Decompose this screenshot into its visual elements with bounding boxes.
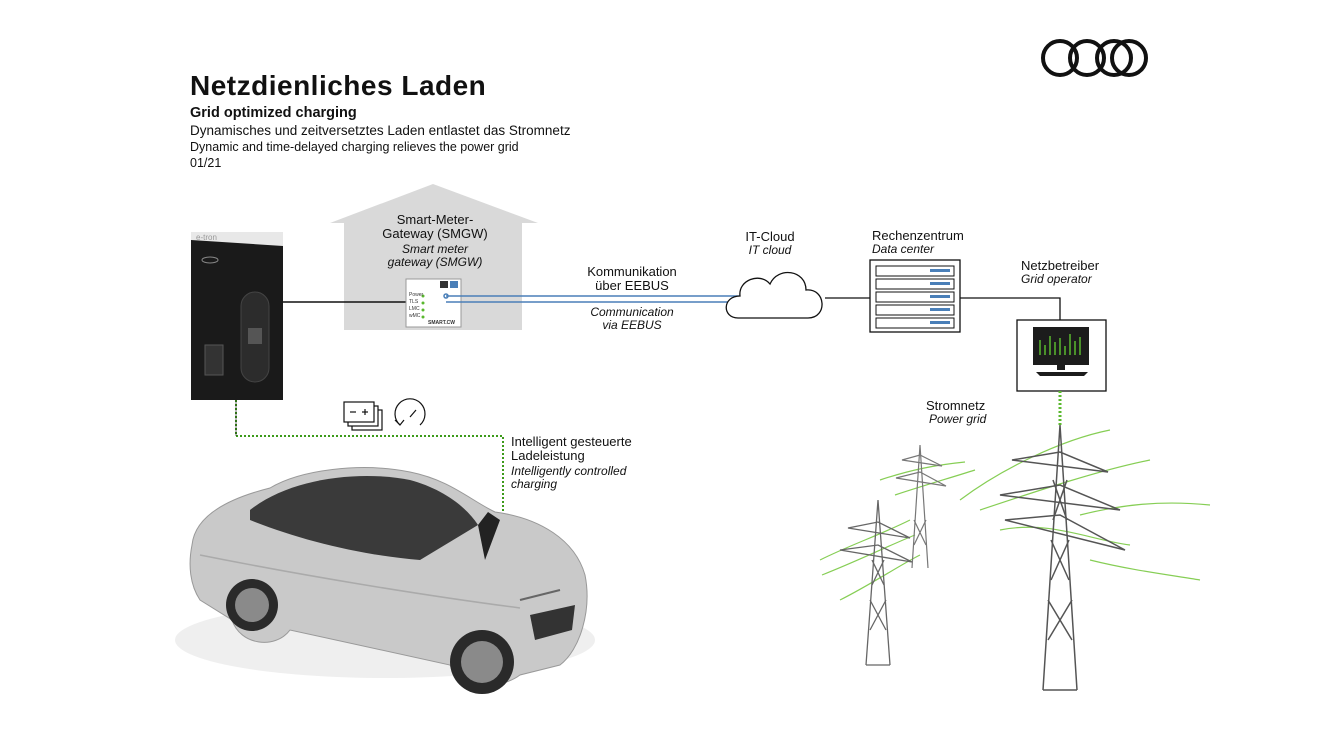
power-grid-label-en: Power grid <box>929 413 986 426</box>
charging-label-en: Intelligently controlled charging <box>511 465 626 491</box>
audi-logo <box>1043 41 1146 75</box>
smgw-device-name: SMART.CW <box>428 320 455 326</box>
cloud-label-en: IT cloud <box>730 244 810 257</box>
communication-label-de-2: über EEBUS <box>572 279 692 293</box>
smgw-led-lmc: LMC <box>409 306 423 313</box>
charging-label-de: Intelligent gesteuerte Ladeleistung <box>511 435 632 463</box>
wallbox-brand-text: e-tron <box>196 233 217 242</box>
datacenter-label-de: Rechenzentrum <box>872 229 964 243</box>
smgw-led-tls: TLS <box>409 299 423 306</box>
wallbox <box>191 232 283 400</box>
smgw-label-de: Smart-Meter- Gateway (SMGW) <box>360 213 510 241</box>
grid-operator-label-de: Netzbetreiber <box>1021 259 1099 273</box>
smgw-label-en: Smart meter gateway (SMGW) <box>360 243 510 269</box>
monitor-icon <box>1017 320 1106 391</box>
cloud-icon <box>726 273 822 318</box>
power-grid-towers <box>820 425 1210 690</box>
datacenter-label-en: Data center <box>872 243 934 256</box>
smgw-label-de-2: Gateway (SMGW) <box>360 227 510 241</box>
smgw-led-labels: Power TLS LMC wMC <box>409 292 423 320</box>
grid-operator-label-en: Grid operator <box>1021 273 1092 286</box>
gauge-icon <box>395 399 425 425</box>
smgw-label-de-1: Smart-Meter- <box>360 213 510 227</box>
smgw-label-en-2: gateway (SMGW) <box>360 256 510 269</box>
smgw-led-wmc: wMC <box>409 313 423 320</box>
cloud-label-de: IT-Cloud <box>730 230 810 244</box>
battery-icon <box>344 402 382 430</box>
power-grid-label-de: Stromnetz <box>926 399 985 413</box>
communication-label-de: Kommunikation über EEBUS <box>572 265 692 293</box>
charging-label-de-1: Intelligent gesteuerte <box>511 435 632 449</box>
smgw-led-power: Power <box>409 292 423 299</box>
communication-label-en: Communication via EEBUS <box>572 306 692 332</box>
car-illustration <box>175 468 595 694</box>
communication-label-de-1: Kommunikation <box>572 265 692 279</box>
charging-label-de-2: Ladeleistung <box>511 449 632 463</box>
communication-label-en-2: via EEBUS <box>572 319 692 332</box>
server-rack-icon <box>870 260 960 332</box>
charging-label-en-2: charging <box>511 478 626 491</box>
